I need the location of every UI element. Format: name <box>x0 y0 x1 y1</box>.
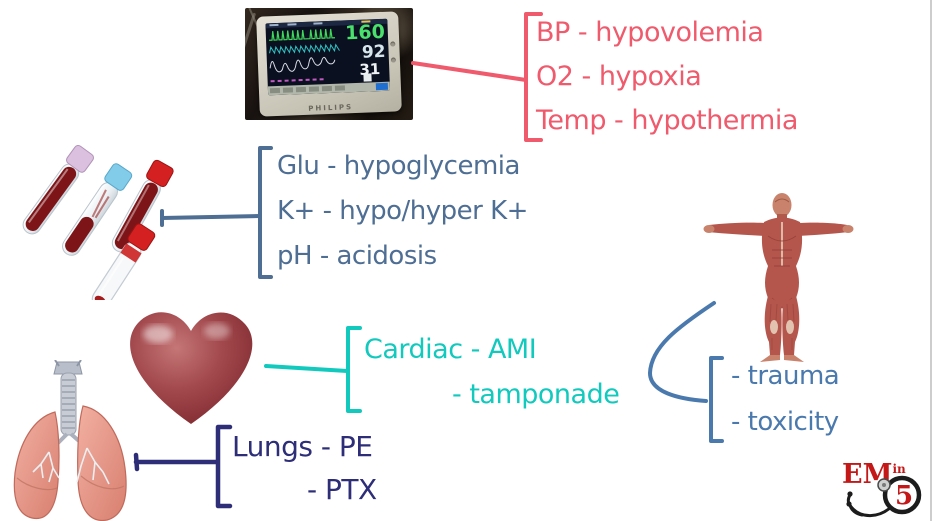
monitor-bezel: 160 92 31 PHILIPS <box>256 11 402 117</box>
lungs-illustration <box>13 360 127 521</box>
tube-blue-cap <box>62 163 133 256</box>
body-connector <box>648 301 724 443</box>
logo-in: in <box>892 462 906 476</box>
lungs-line-ptx: - PTX <box>307 473 377 506</box>
heart-highlight <box>204 323 230 339</box>
pleth-wave <box>269 43 340 55</box>
labs-causes-list: Glu - hypoglycemia K+ - hypo/hyper K+ pH… <box>277 144 528 279</box>
cardiac-line-ami: Cardiac - AMI <box>364 334 537 365</box>
left-lung <box>13 411 60 520</box>
ecg-wave <box>269 28 336 41</box>
body-line-trauma: - trauma <box>731 361 840 391</box>
cardiac-line-tamponade: - tamponade <box>452 379 620 410</box>
labs-connector <box>160 146 273 279</box>
lungs-line-pe: Lungs - PE <box>232 430 373 463</box>
larynx-horns <box>54 360 82 367</box>
heart-highlight <box>143 325 173 343</box>
labs-line-ph: pH - acidosis <box>277 241 437 271</box>
muscular-anatomy-figure <box>703 193 854 362</box>
cardiac-connector <box>264 326 362 413</box>
nbp-readout-row <box>270 78 326 83</box>
figure-body <box>703 193 854 362</box>
tube-lavender-cap <box>22 145 94 235</box>
heart-illustration <box>130 312 253 424</box>
tube-red-cap-empty <box>91 223 156 300</box>
tube-red-cap-full <box>111 159 174 253</box>
lung-fissures <box>16 475 125 491</box>
right-edge-border <box>930 0 932 521</box>
vitals-line-bp: BP - hypovolemia <box>536 17 764 48</box>
waveforms <box>269 28 372 83</box>
logo-number: 5 <box>895 481 913 511</box>
blood-tubes-illustration <box>22 145 174 300</box>
vitals-connector <box>411 12 543 142</box>
lungs-connector <box>133 424 233 509</box>
labs-line-glu: Glu - hypoglycemia <box>277 151 520 181</box>
resp-wave <box>269 56 336 73</box>
larynx <box>53 361 83 375</box>
vitals-line-temp: Temp - hypothermia <box>536 105 798 136</box>
vitals-line-o2: O2 - hypoxia <box>536 61 702 92</box>
stethoscope-icon: 5 <box>846 475 922 518</box>
labs-line-k: K+ - hypo/hyper K+ <box>277 196 528 226</box>
monitor-screen: 160 92 31 <box>265 18 391 96</box>
trachea-rings <box>62 379 75 429</box>
patient-monitor-photo: 160 92 31 PHILIPS <box>245 8 413 120</box>
bronchial-tree <box>32 447 110 485</box>
vitals-causes-list: BP - hypovolemia O2 - hypoxia Temp - hyp… <box>536 11 798 143</box>
alarm-tile <box>363 73 372 82</box>
right-lung <box>77 405 127 521</box>
body-line-toxicity: - toxicity <box>731 407 839 437</box>
